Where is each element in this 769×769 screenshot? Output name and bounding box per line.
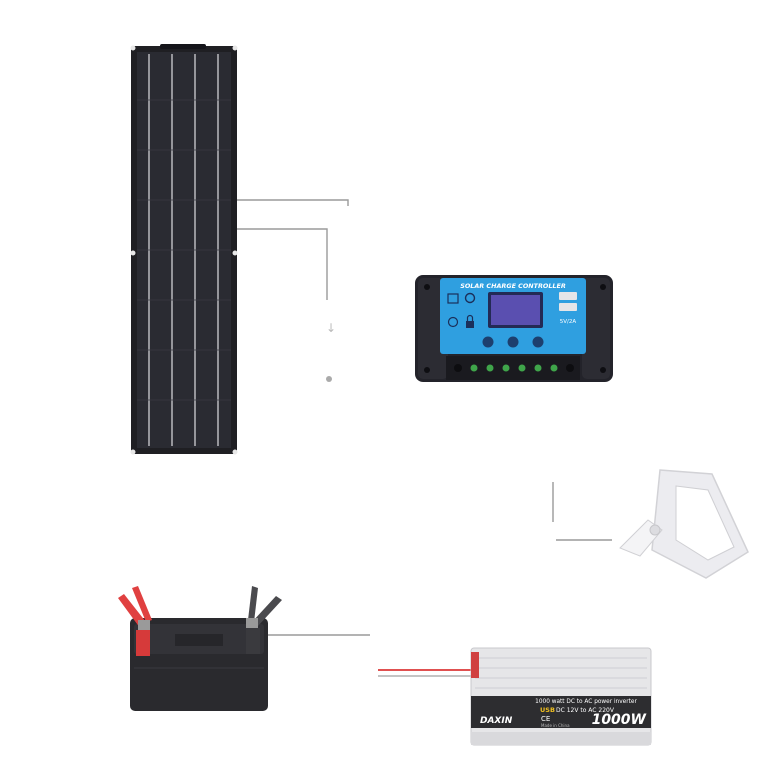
inverter-spec-prefix: USB bbox=[540, 706, 555, 714]
usb-port bbox=[559, 292, 577, 300]
battery-terminal-positive bbox=[136, 630, 150, 656]
clock-icon bbox=[447, 316, 459, 328]
wiring bbox=[237, 199, 612, 636]
inverter-brand: DAXIN bbox=[480, 716, 513, 726]
mount-hole bbox=[232, 449, 238, 455]
battery-terminal-negative bbox=[246, 628, 260, 654]
lock-icon bbox=[466, 321, 474, 328]
charge-controller: SOLAR CHARGE CONTROLLER 5V/2A bbox=[415, 275, 613, 382]
inverter-origin: Made in China bbox=[541, 723, 570, 728]
solar-panel bbox=[130, 44, 238, 455]
controller-button-right[interactable] bbox=[532, 336, 544, 348]
mount-hole bbox=[232, 250, 238, 256]
controller-title: SOLAR CHARGE CONTROLLER bbox=[460, 282, 566, 290]
black-clamp-icon bbox=[246, 586, 282, 628]
usb-label: 5V/2A bbox=[560, 319, 577, 325]
svg-text:↓: ↓ bbox=[326, 321, 336, 335]
inverter-spec-line: DC 12V to AC 220V bbox=[556, 707, 615, 714]
panel-wire-negative bbox=[237, 228, 328, 300]
power-inverter: 1000 watt DC to AC power inverter USB DC… bbox=[378, 647, 652, 746]
panel-wire-positive bbox=[237, 199, 349, 206]
usb-port bbox=[559, 303, 577, 311]
inverter-label-band bbox=[471, 696, 651, 728]
mount-hole bbox=[130, 45, 136, 51]
inverter-power: 1000W bbox=[592, 712, 647, 728]
red-clamp-icon bbox=[118, 586, 152, 630]
solar-status-icon bbox=[447, 293, 459, 304]
battery bbox=[118, 586, 282, 711]
flood-light bbox=[619, 469, 749, 579]
gear-icon bbox=[464, 292, 476, 304]
terminal-strip bbox=[446, 356, 580, 380]
mount-hole bbox=[130, 250, 136, 256]
mount-hole bbox=[130, 449, 136, 455]
inverter-top-line: 1000 watt DC to AC power inverter bbox=[535, 699, 637, 705]
mount-hole bbox=[232, 45, 238, 51]
floodlight-lens bbox=[675, 485, 735, 561]
controller-button-middle[interactable] bbox=[507, 336, 519, 348]
terminals bbox=[470, 364, 558, 372]
controller-button-left[interactable] bbox=[482, 336, 494, 348]
ce-mark: CE bbox=[541, 715, 550, 723]
